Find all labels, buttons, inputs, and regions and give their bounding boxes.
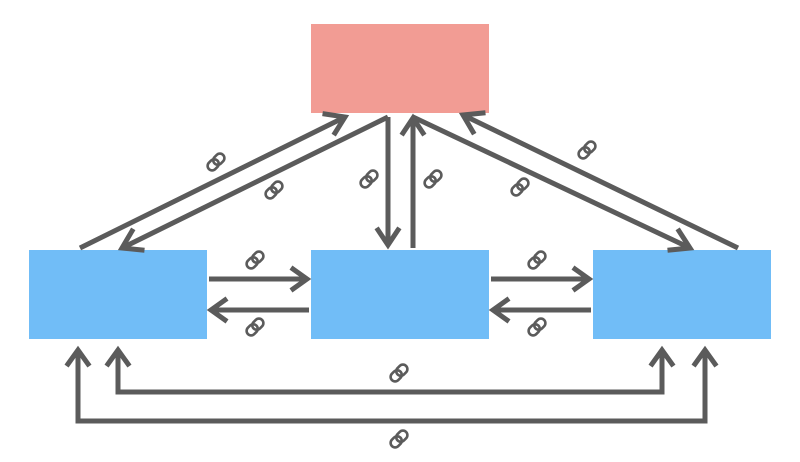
arrowhead-middle-to-right (571, 265, 594, 293)
arrowhead-left-to-middle (289, 265, 312, 293)
node-right (593, 250, 771, 339)
link-icon (243, 315, 267, 339)
arrowhead-right-to-middle (488, 296, 511, 324)
link-icon (262, 178, 286, 202)
node-middle (311, 250, 489, 339)
edge-left-right-inner (115, 350, 665, 395)
arrowhead-middle-to-left (206, 296, 229, 324)
link-icon (575, 138, 599, 162)
arrowhead-top-to-right (667, 227, 695, 253)
arrowhead-top-to-middle (374, 226, 402, 250)
edge-right-to-top (461, 112, 740, 251)
link-icon (387, 361, 411, 385)
node-left (29, 250, 207, 339)
arrowhead-top-to-left (117, 227, 145, 253)
arrowhead-right-to-top (458, 110, 486, 136)
arrowhead-outer-right (691, 345, 719, 368)
arrowhead-inner-left (104, 345, 132, 368)
arrowhead-left-to-top (322, 111, 350, 137)
link-icon (525, 248, 549, 272)
edge-top-to-right (411, 114, 692, 251)
link-icon (243, 248, 267, 272)
link-icon (357, 167, 381, 191)
edge-top-to-left (120, 114, 390, 251)
edge-left-right-outer (75, 350, 708, 424)
arrowhead-inner-right (648, 345, 676, 368)
link-icon (508, 175, 532, 199)
arrowhead-outer-left (64, 345, 92, 368)
link-icon (421, 167, 445, 191)
link-icon (525, 315, 549, 339)
edge-left-to-top (78, 114, 347, 251)
node-top (311, 24, 489, 113)
link-icon (204, 150, 228, 174)
link-icon (387, 427, 411, 451)
